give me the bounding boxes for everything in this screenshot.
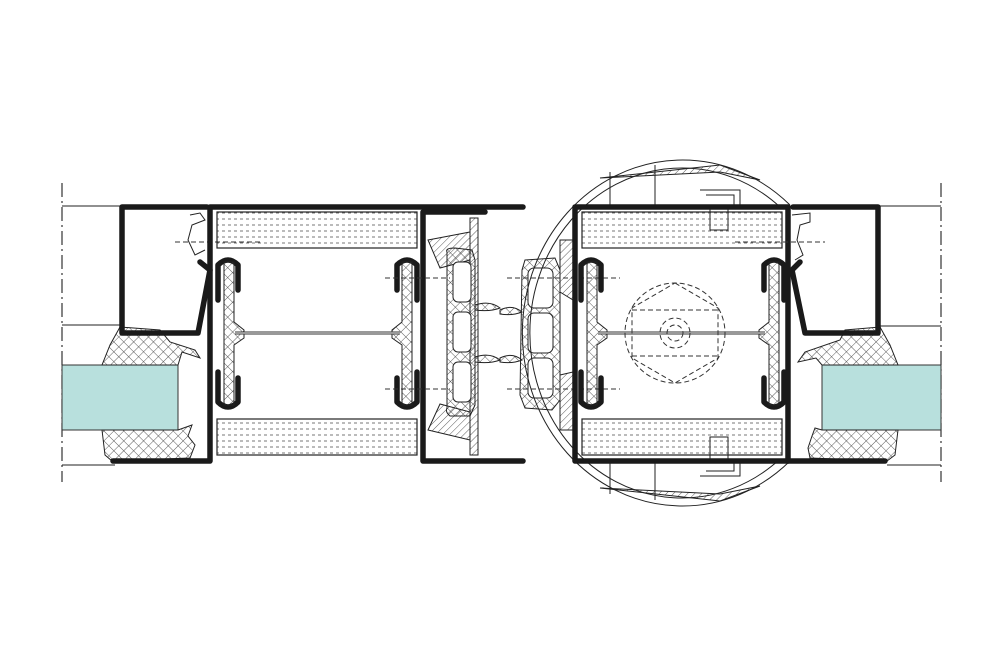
right-sash-profile: [572, 204, 825, 464]
cover-outer-arc: [521, 159, 791, 507]
left-glass-pane: [61, 364, 179, 431]
right-frame-profile: [789, 204, 881, 336]
right-glazing-gaskets: [796, 326, 899, 462]
left-top-insulation: [216, 211, 418, 249]
round-cover-profile: [521, 159, 791, 507]
right-glass-pane: [821, 364, 942, 431]
left-glazing-gaskets: [101, 326, 202, 462]
right-thermal-break: [499, 239, 620, 431]
right-top-insulation: [581, 211, 783, 249]
left-frame-profile: [119, 204, 213, 336]
cover-inner-arc: [529, 167, 781, 499]
left-bottom-insulation: [216, 418, 418, 456]
left-sash-profile: [110, 204, 526, 464]
right-bottom-insulation: [581, 418, 783, 456]
left-thermal-break: [427, 217, 501, 456]
axis-lines: [61, 183, 942, 482]
